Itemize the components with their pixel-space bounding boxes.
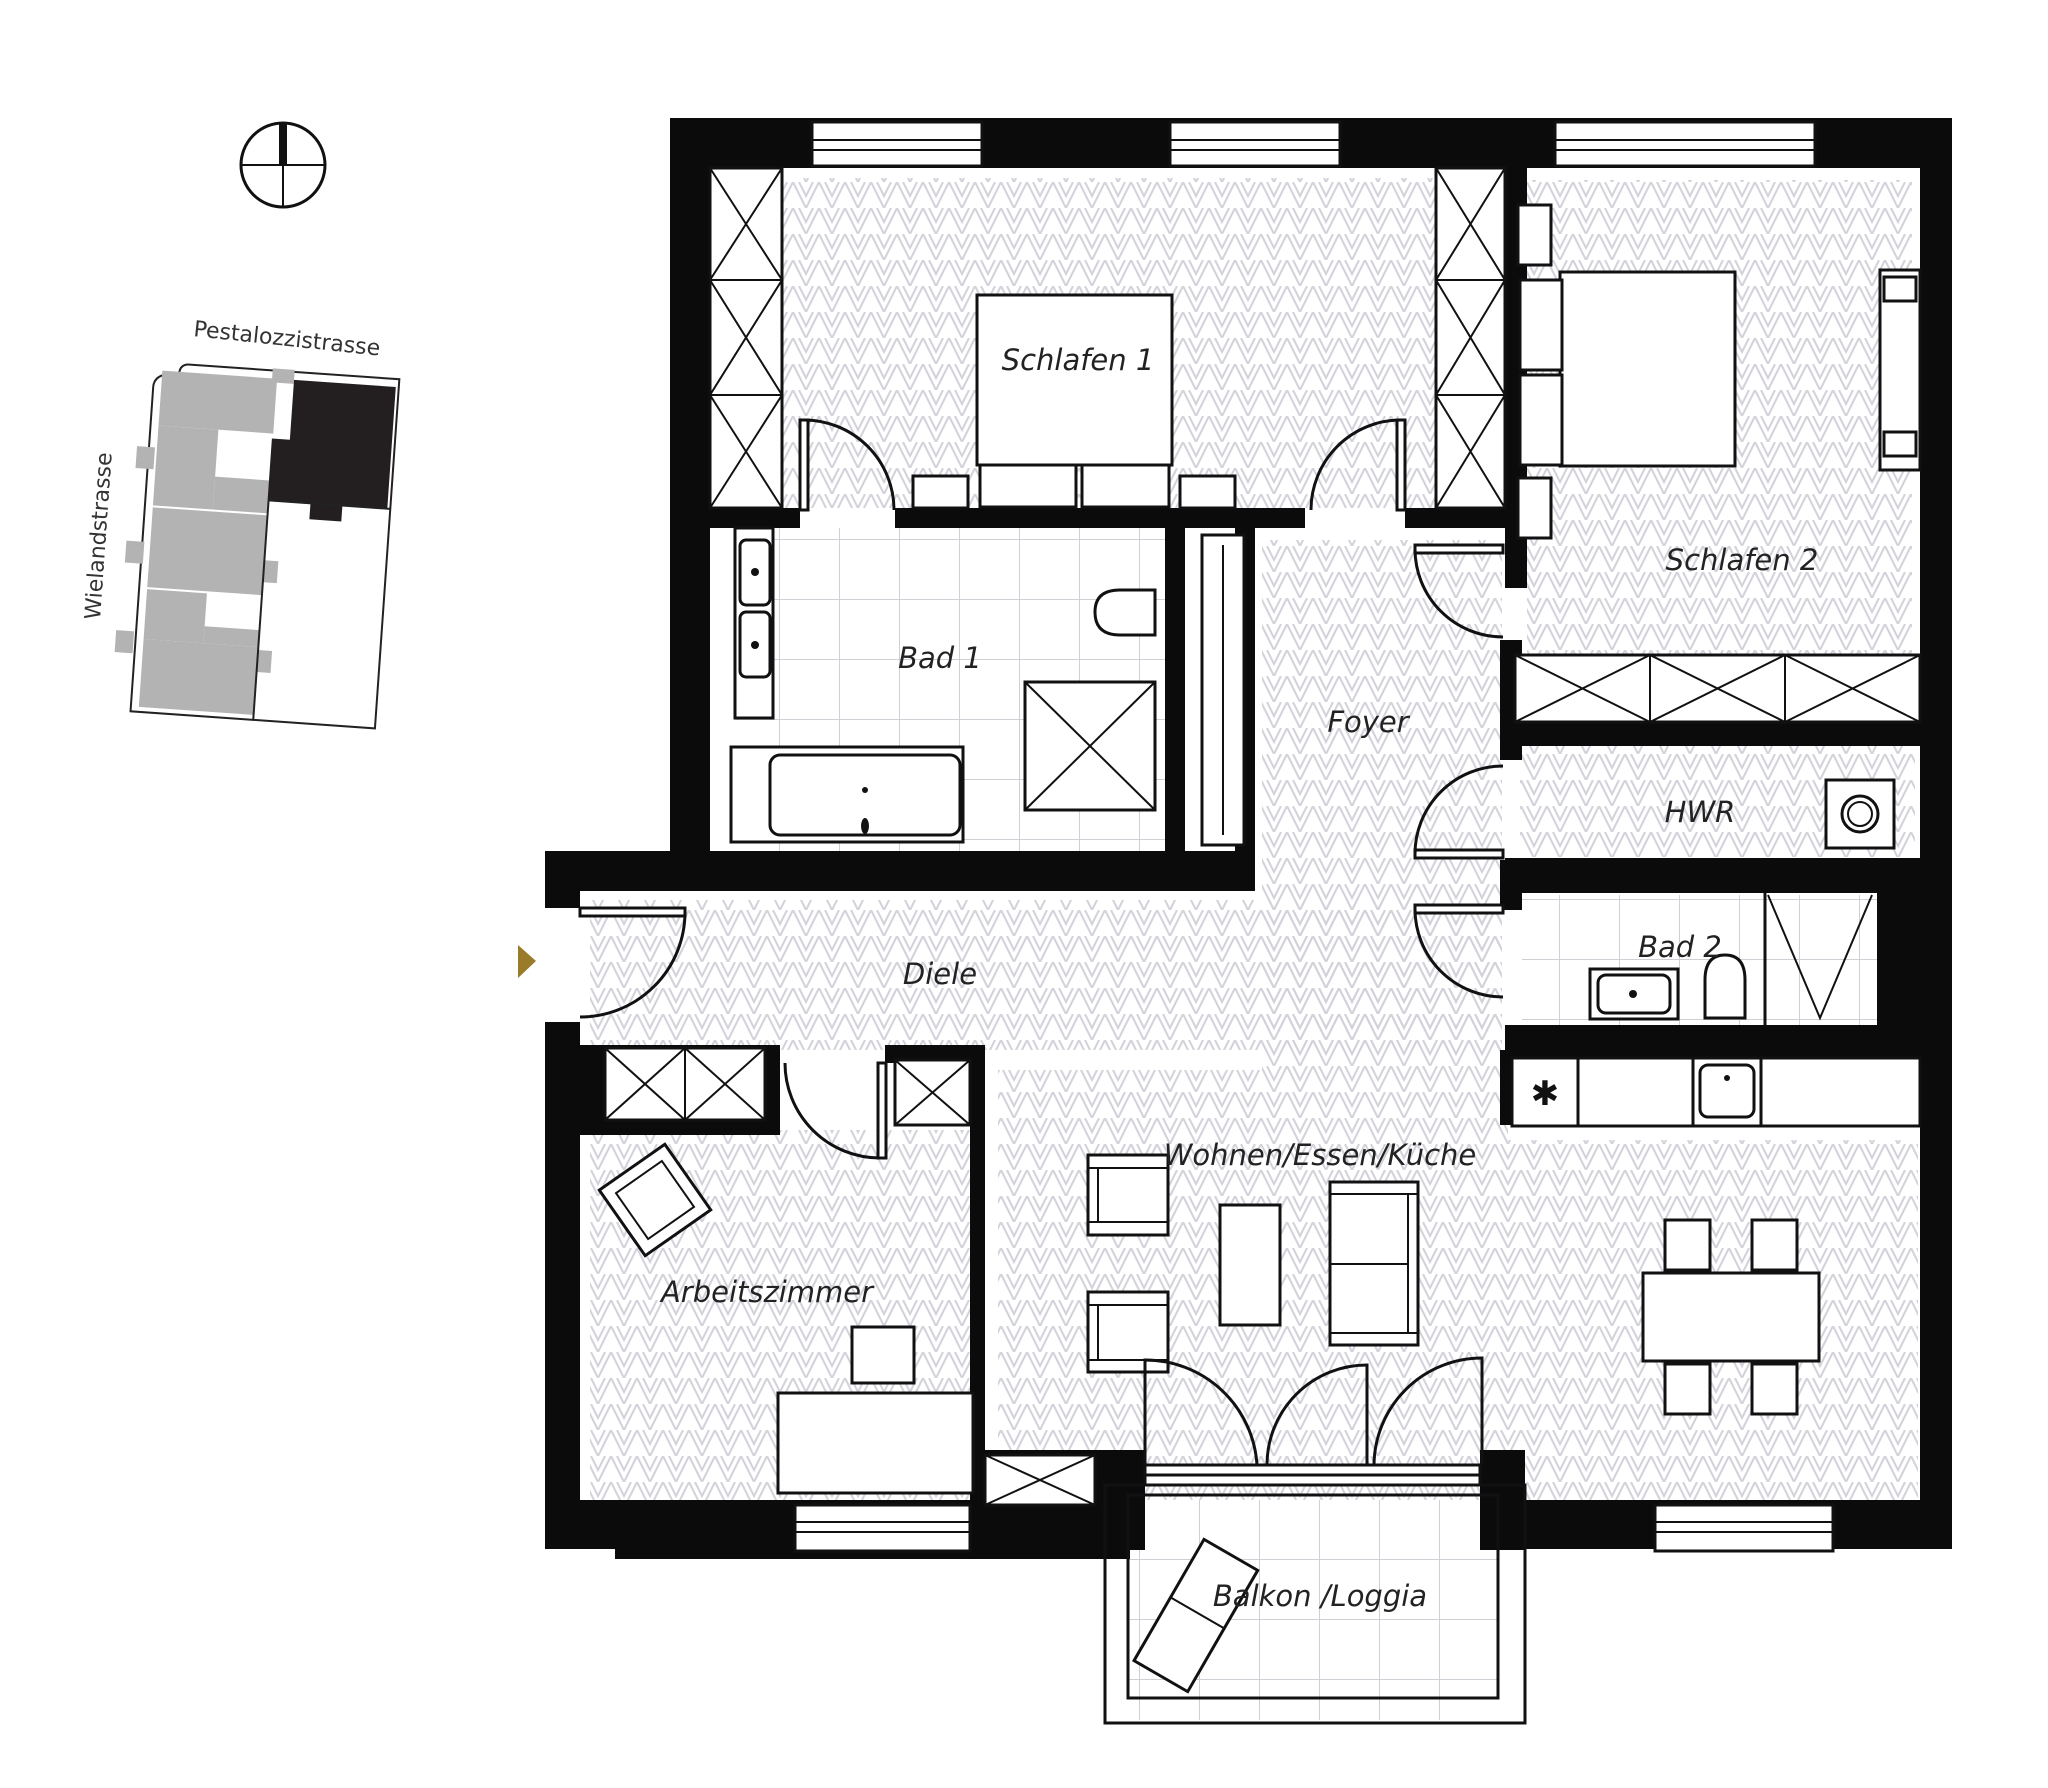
north-arrow-icon	[239, 121, 327, 209]
wardrobe-schlafen1-right	[1434, 166, 1507, 510]
bad1-fixtures	[729, 526, 1157, 844]
site-plan: Pestalozzistrasse Wielandstrasse	[81, 317, 401, 730]
entry-arrow-icon	[518, 945, 536, 978]
bad2-fixtures	[1588, 893, 1873, 1025]
walls	[545, 118, 1952, 1559]
storage-living	[983, 1453, 1097, 1507]
label-diele: Diele	[903, 957, 977, 991]
label-foyer: Foyer	[1327, 705, 1410, 739]
wardrobe-schlafen1-left	[708, 166, 784, 510]
wardrobe-schlafen2	[1513, 653, 1922, 724]
kitchen-counter: ✱	[1510, 1056, 1922, 1128]
label-arbeitszimmer: Arbeitszimmer	[659, 1275, 875, 1309]
street-label-west: Wielandstrasse	[81, 452, 118, 621]
wardrobes	[603, 166, 1922, 1507]
bed-schlafen2	[1516, 203, 1922, 540]
dining-set	[1641, 1218, 1821, 1416]
label-bad-2: Bad 2	[1638, 930, 1722, 964]
street-label-north: Pestalozzistrasse	[192, 317, 381, 361]
label-hwr: HWR	[1665, 795, 1736, 829]
doors	[518, 418, 1505, 1466]
living-furniture	[1086, 1153, 1420, 1374]
cooktop-icon: ✱	[1531, 1074, 1560, 1114]
hwr-fixtures	[1824, 778, 1896, 850]
wardrobe-diele	[603, 1046, 767, 1122]
bed-schlafen1	[911, 293, 1237, 510]
label-schlafen-2: Schlafen 2	[1666, 543, 1819, 577]
wardrobe-arbeitszimmer	[893, 1058, 972, 1127]
room-labels: Schlafen 1 Schlafen 2 Bad 1 Foyer HWR Ba…	[659, 343, 1818, 1613]
label-balkon-loggia: Balkon /Loggia	[1213, 1579, 1427, 1613]
balcony	[1103, 1483, 1527, 1725]
label-bad-1: Bad 1	[898, 641, 982, 675]
label-wohnen-essen-kueche: Wohnen/Essen/Küche	[1164, 1138, 1477, 1172]
study-furniture	[597, 1142, 975, 1495]
label-schlafen-1: Schlafen 1	[1002, 343, 1155, 377]
coat-rack	[1200, 533, 1246, 847]
